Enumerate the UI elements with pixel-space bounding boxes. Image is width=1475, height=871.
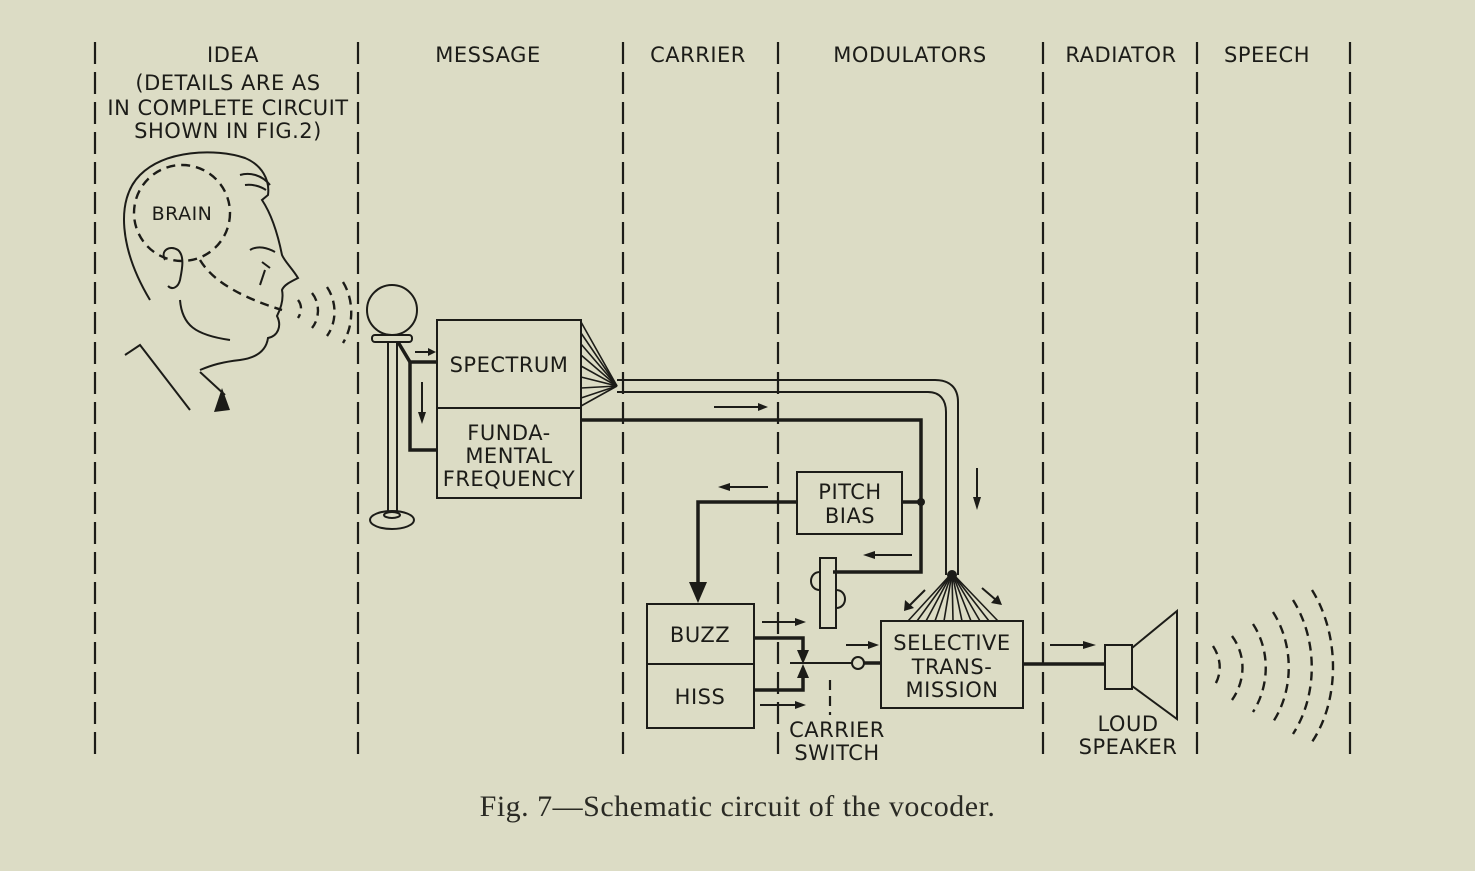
microphone-icon	[366, 284, 418, 530]
brain-label: BRAIN	[152, 203, 213, 225]
spectrum-fan	[580, 321, 618, 407]
output-line	[1023, 641, 1105, 666]
loud-speaker-label-line: SPEAKER	[1079, 735, 1178, 759]
hiss-label: HISS	[675, 685, 726, 709]
brain-circle	[132, 163, 232, 263]
pitch-path	[581, 418, 925, 603]
mic-wiring	[396, 341, 437, 452]
head-outline	[123, 151, 300, 371]
carrier-switch-label-line: CARRIER	[789, 718, 885, 742]
fundamental-frequency-box	[436, 407, 582, 499]
head-illustration: BRAIN	[123, 151, 353, 412]
heading-radiator: RADIATOR	[1065, 43, 1176, 67]
arrow-down-icon	[418, 412, 426, 424]
figure-caption: Fig. 7—Schematic circuit of the vocoder.	[479, 790, 996, 823]
heading-carrier: CARRIER	[650, 43, 746, 67]
arrow-right-icon	[868, 641, 879, 649]
relay-coil-icon	[810, 557, 846, 629]
fundamental-label-line: MENTAL	[465, 444, 552, 468]
heading-idea: IDEA	[207, 43, 259, 67]
nerve-path	[198, 259, 283, 312]
pitch-bias-block: PITCH BIAS	[796, 471, 903, 535]
arrow-right-icon	[1083, 641, 1096, 649]
arrow-right-icon	[795, 618, 806, 626]
eye	[249, 246, 276, 253]
jaw-line	[179, 299, 231, 341]
fundamental-label-line: FREQUENCY	[443, 467, 575, 491]
arrow-right-icon	[795, 701, 806, 709]
pitch-label: PITCH	[818, 480, 881, 504]
selective-transmission-block: SELECTIVE TRANS- MISSION	[880, 570, 1024, 709]
ear	[162, 247, 184, 289]
carrier-switch-label-line: SWITCH	[794, 741, 879, 765]
arrow-down-icon	[973, 497, 981, 510]
idea-note-line: IN COMPLETE CIRCUIT	[107, 96, 348, 120]
tie-knot-arrow-icon	[214, 388, 230, 412]
fundamental-label-line: FUNDA-	[467, 421, 550, 445]
arrow-down-left-icon	[904, 600, 914, 611]
arrow-down-icon	[689, 582, 707, 603]
spectrum-cable	[617, 379, 981, 575]
voice-waves-icon	[296, 281, 353, 344]
modulator-fan	[907, 572, 999, 622]
arrow-left-icon	[863, 551, 875, 559]
carrier-switch: CARRIER SWITCH	[754, 618, 885, 765]
spectrum-label: SPECTRUM	[450, 353, 569, 377]
carrier-source-block: BUZZ HISS	[646, 603, 755, 729]
heading-message: MESSAGE	[435, 43, 540, 67]
heading-modulators: MODULATORS	[833, 43, 986, 67]
heading-speech: SPEECH	[1224, 43, 1310, 67]
selective-label-line: MISSION	[906, 678, 999, 702]
idea-note-line: SHOWN IN FIG.2)	[134, 119, 322, 143]
sound-waves-icon	[1211, 589, 1335, 743]
arrow-down-right-icon	[991, 595, 1002, 605]
buzz-label: BUZZ	[670, 623, 730, 647]
collar-left	[124, 343, 191, 411]
column-headings: IDEA (DETAILS ARE AS IN COMPLETE CIRCUIT…	[107, 43, 1310, 143]
analyzer-block: SPECTRUM FUNDA- MENTAL FREQUENCY	[436, 319, 618, 499]
eye-lid	[261, 261, 271, 269]
column-dividers	[93, 42, 1352, 760]
selective-label-line: SELECTIVE	[893, 631, 1010, 655]
arrow-left-icon	[718, 483, 730, 491]
cheek-line	[259, 269, 266, 286]
hair-line	[244, 183, 267, 191]
idea-note-line: (DETAILS ARE AS	[135, 71, 320, 95]
arrow-right-icon	[428, 348, 436, 356]
pitch-bias-box	[796, 471, 903, 535]
selective-label-line: TRANS-	[911, 655, 993, 679]
loud-speaker-label-line: LOUD	[1097, 712, 1158, 736]
arrow-right-icon	[758, 403, 768, 411]
hair-line	[239, 172, 271, 186]
collar-right	[199, 371, 226, 396]
loudspeaker-icon: LOUD SPEAKER	[1079, 608, 1178, 759]
bias-label: BIAS	[825, 504, 875, 528]
hiss-box	[646, 663, 755, 729]
